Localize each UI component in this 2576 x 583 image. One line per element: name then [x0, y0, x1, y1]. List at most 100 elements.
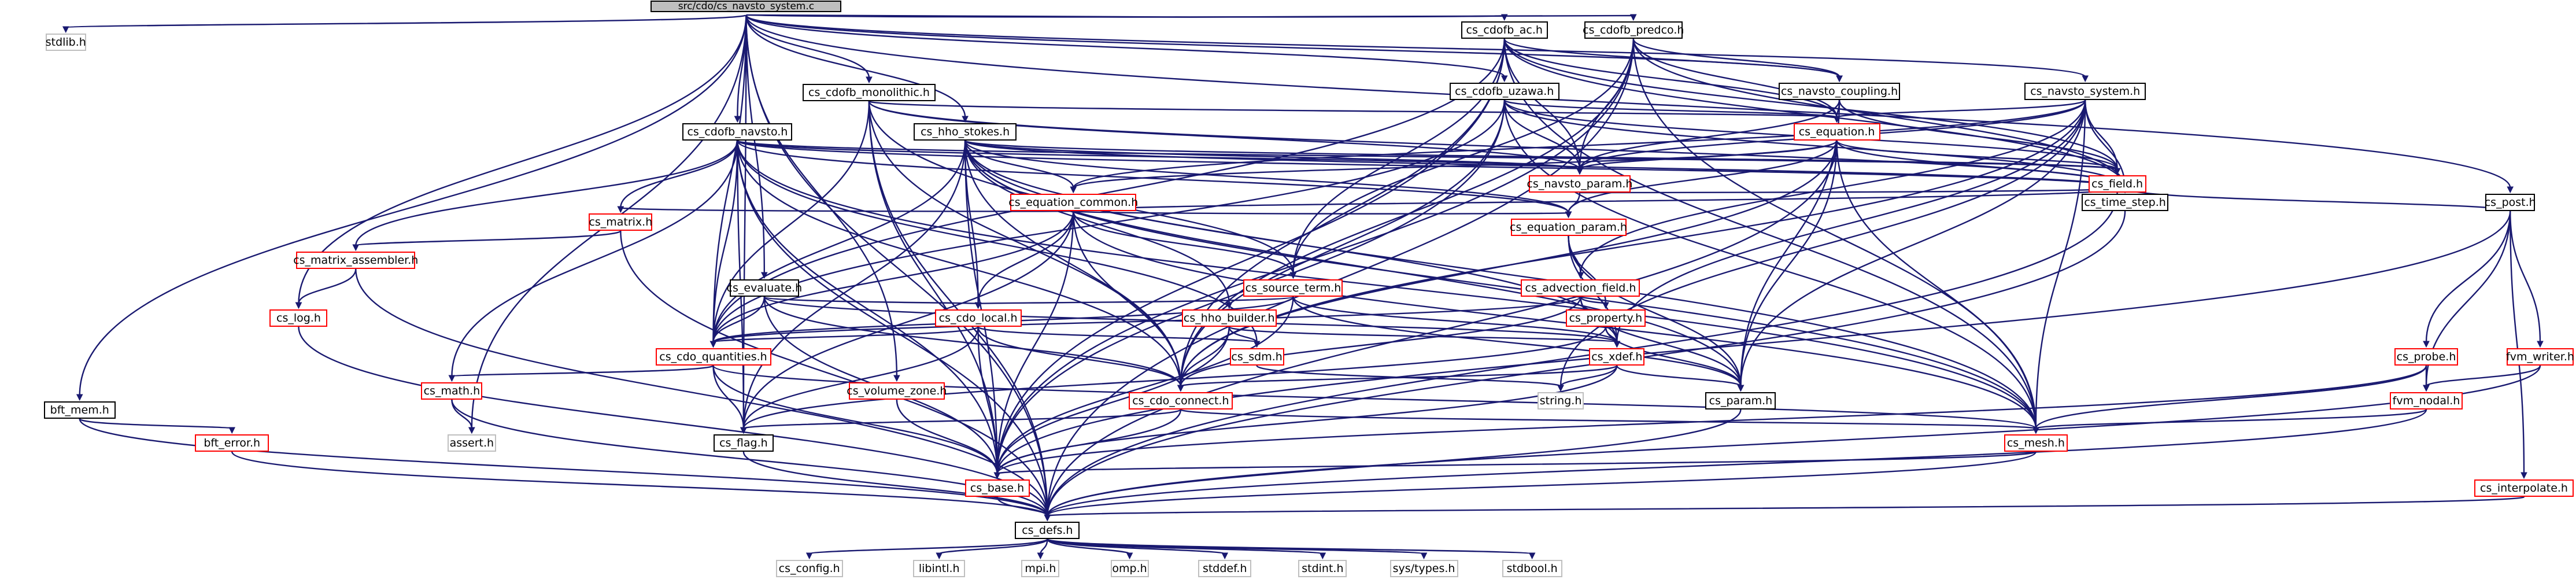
edge-cs-navsto-system-h-to-cs-equation [1836, 99, 2086, 119]
edge-cs-math-to-assert [451, 399, 473, 429]
graph-node-cs-interpolate[interactable]: cs_interpolate.h [2474, 479, 2574, 497]
graph-node-cs-flag[interactable]: cs_flag.h [713, 434, 774, 452]
edge-cs-cdo-connect-to-cs-flag [742, 408, 1182, 430]
graph-node-cs-navsto-param[interactable]: cs_navsto_param.h [1527, 175, 1632, 193]
graph-node-cs-cdofb-predco[interactable]: cs_cdofb_predco.h [1583, 21, 1684, 39]
edge-arrowhead [1500, 75, 1508, 83]
graph-node-fvm-writer[interactable]: fvm_writer.h [2506, 348, 2574, 366]
graph-node-cs-matrix-assembler[interactable]: cs_matrix_assembler.h [293, 252, 418, 269]
edge-cs-post-to-cs-time-step [2124, 187, 2511, 212]
graph-node-cs-cdo-local[interactable]: cs_cdo_local.h [934, 309, 1022, 327]
graph-node-cs-equation-param[interactable]: cs_equation_param.h [1510, 219, 1627, 236]
edge-bft-mem-to-bft-error [79, 418, 233, 430]
graph-node-cs-equation-common[interactable]: cs_equation_common.h [1008, 194, 1138, 211]
edge-cs-hho-stokes-to-cs-time-step [964, 139, 2126, 189]
edge-arrowhead [2113, 168, 2121, 175]
edge-cs-navsto-system-h-to-cs-xdef [1616, 99, 2086, 343]
graph-node-cs-source-term[interactable]: cs_source_term.h [1243, 279, 1343, 297]
graph-node-cs-evaluate[interactable]: cs_evaluate.h [727, 279, 802, 297]
edge-cs-cdofb-ac-to-cs-field [1503, 38, 2118, 170]
graph-node-cs-log[interactable]: cs_log.h [269, 309, 328, 327]
graph-node-cs-cdofb-navsto[interactable]: cs_cdofb_navsto.h [682, 123, 793, 141]
edge-arrowhead [1037, 552, 1044, 560]
edge-cs-xdef-to-cs-param [1616, 365, 1742, 388]
graph-node-cs-cdofb-monolithic[interactable]: cs_cdofb_monolithic.h [802, 84, 936, 101]
graph-node-cs-time-step[interactable]: cs_time_step.h [2082, 194, 2169, 211]
edge-cs-equation-common-to-cs-flag [742, 211, 1074, 429]
edge-arrowhead [62, 26, 69, 34]
edge-root-to-cs-hho-stokes [745, 14, 966, 118]
graph-node-stdint: stdint.h [1298, 560, 1347, 577]
edge-arrowhead [468, 427, 475, 434]
graph-node-cs-matrix[interactable]: cs_matrix.h [589, 213, 653, 231]
graph-node-cs-volume-zone[interactable]: cs_volume_zone.h [847, 382, 947, 400]
edge-cs-cdofb-navsto-to-cs-defs [737, 140, 1048, 516]
edge-cs-hho-builder-to-cs-base [996, 326, 1230, 474]
edge-cs-cdofb-navsto-to-cs-matrix-assembler [355, 140, 738, 246]
edge-cs-cdofb-monolithic-to-cs-mesh [868, 101, 2037, 429]
graph-node-cs-base[interactable]: cs_base.h [964, 479, 1030, 497]
graph-node-cs-math[interactable]: cs_math.h [421, 382, 483, 400]
graph-node-cs-post[interactable]: cs_post.h [2485, 194, 2536, 211]
edge-cs-equation-common-to-cs-time-step [1073, 187, 2126, 212]
edge-cs-navsto-system-h-to-cs-mesh [2035, 99, 2086, 429]
graph-node-cs-defs[interactable]: cs_defs.h [1015, 522, 1080, 539]
edge-cs-matrix-assembler-to-cs-defs [355, 268, 1048, 516]
edge-cs-cdofb-ac-to-cs-mesh [1503, 38, 2037, 429]
graph-node-bft-error[interactable]: bft_error.h [195, 434, 269, 452]
graph-node-cs-cdofb-uzawa[interactable]: cs_cdofb_uzawa.h [1449, 83, 1559, 100]
edge-cs-cdofb-monolithic-to-cs-defs [868, 101, 1048, 516]
edge-arrowhead [2537, 341, 2544, 348]
edge-arrowhead [740, 427, 747, 434]
edge-cs-post-to-cs-interpolate [2510, 211, 2525, 474]
edge-cs-evaluate-to-cs-cdo-local [763, 296, 979, 305]
edge-root-to-cs-post [745, 14, 2511, 189]
edge-cs-interpolate-to-cs-defs [1047, 496, 2525, 517]
edge-bft-error-to-cs-defs [231, 451, 1048, 516]
graph-node-cs-hho-builder[interactable]: cs_hho_builder.h [1181, 309, 1277, 327]
graph-node-cs-property[interactable]: cs_property.h [1565, 309, 1646, 327]
edge-cs-cdofb-monolithic-to-cs-base [868, 101, 998, 474]
edge-cs-field-to-cs-defs [1047, 192, 2118, 516]
graph-node-cs-navsto-coupling[interactable]: cs_navsto_coupling.h [1779, 83, 1901, 100]
graph-node-cs-sdm[interactable]: cs_sdm.h [1229, 348, 1284, 366]
edge-cs-cdofb-navsto-to-cs-mesh [737, 140, 2037, 429]
edge-cs-cdofb-ac-to-cs-equation [1503, 38, 1838, 118]
graph-node-cs-cdo-connect[interactable]: cs_cdo_connect.h [1128, 392, 1233, 409]
edge-root-to-cs-cdofb-uzawa [745, 14, 1505, 78]
edge-cs-matrix-to-cs-matrix-assembler [355, 230, 622, 247]
edge-cs-cdofb-uzawa-to-cs-time-step [1503, 99, 2126, 189]
graph-node-cs-cdo-quantities[interactable]: cs_cdo_quantities.h [655, 348, 771, 366]
graph-node-cs-xdef[interactable]: cs_xdef.h [1589, 348, 1645, 366]
graph-node-root[interactable]: src/cdo/cs_navsto_system.c [651, 1, 842, 12]
graph-node-cs-navsto-system-h[interactable]: cs_navsto_system.h [2024, 83, 2146, 100]
edge-arrowhead [1420, 552, 1428, 560]
graph-node-cs-cdofb-ac[interactable]: cs_cdofb_ac.h [1461, 21, 1548, 39]
edge-cs-property-to-cs-param [1605, 326, 1742, 387]
edge-cs-equation-to-cs-field [1836, 140, 2118, 171]
graph-node-cs-equation[interactable]: cs_equation.h [1793, 123, 1880, 141]
graph-node-mpi: mpi.h [1021, 560, 1060, 577]
edge-cs-matrix-assembler-to-cs-log [298, 268, 357, 304]
graph-node-cs-mesh[interactable]: cs_mesh.h [2004, 434, 2068, 452]
edge-cs-xdef-to-cs-cdo-connect [1180, 364, 1618, 388]
edge-cs-navsto-param-to-cs-equation-param [1568, 192, 1581, 213]
graph-node-cs-config: cs_config.h [775, 560, 843, 577]
edge-cs-cdofb-navsto-to-cs-equation-param [737, 140, 1569, 213]
edge-cs-equation-common-to-cs-cdo-connect [1073, 211, 1182, 387]
graph-node-fvm-nodal[interactable]: fvm_nodal.h [2390, 392, 2463, 409]
graph-node-cs-advection-field[interactable]: cs_advection_field.h [1521, 279, 1640, 297]
graph-node-cs-field[interactable]: cs_field.h [2088, 175, 2146, 193]
edge-fvm-nodal-to-cs-defs [1047, 409, 2427, 516]
edge-arrowhead [2507, 186, 2514, 194]
edge-cs-hho-builder-to-cs-xdef [1228, 326, 1618, 344]
edge-cs-navsto-coupling-to-cs-field [1838, 99, 2118, 170]
edge-cs-cdofb-navsto-to-cs-time-step [737, 139, 2126, 189]
graph-node-bft-mem[interactable]: bft_mem.h [43, 401, 116, 419]
graph-node-cs-probe[interactable]: cs_probe.h [2394, 348, 2459, 366]
edge-arrowhead [1177, 385, 1184, 392]
graph-node-cs-hho-stokes[interactable]: cs_hho_stokes.h [914, 123, 1017, 141]
graph-node-cs-param[interactable]: cs_param.h [1705, 392, 1776, 409]
edge-cs-equation-param-to-cs-param [1568, 235, 1742, 387]
